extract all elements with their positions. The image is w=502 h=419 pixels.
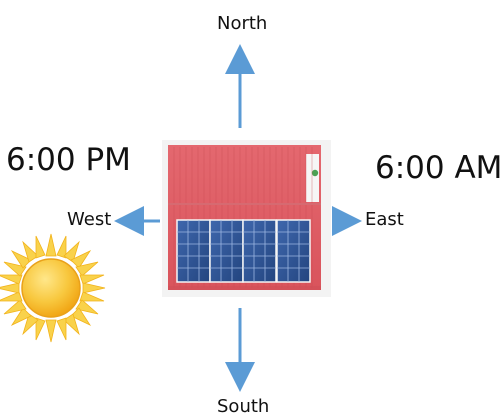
diagram-canvas xyxy=(0,44,362,392)
west-label: West xyxy=(67,209,112,230)
east-label: East xyxy=(365,209,404,230)
house-roof-icon xyxy=(162,140,331,297)
morning-time-label: 6:00 AM xyxy=(375,150,502,186)
solar-panel-3 xyxy=(242,219,277,283)
sun-icon xyxy=(0,233,106,343)
south-label: South xyxy=(217,396,270,417)
solar-panel-array xyxy=(176,219,311,283)
north-label: North xyxy=(217,13,268,34)
solar-panel-4 xyxy=(276,219,311,283)
solar-panel-1 xyxy=(176,219,211,283)
solar-panel-2 xyxy=(209,219,244,283)
evening-time-label: 6:00 PM xyxy=(6,142,131,178)
